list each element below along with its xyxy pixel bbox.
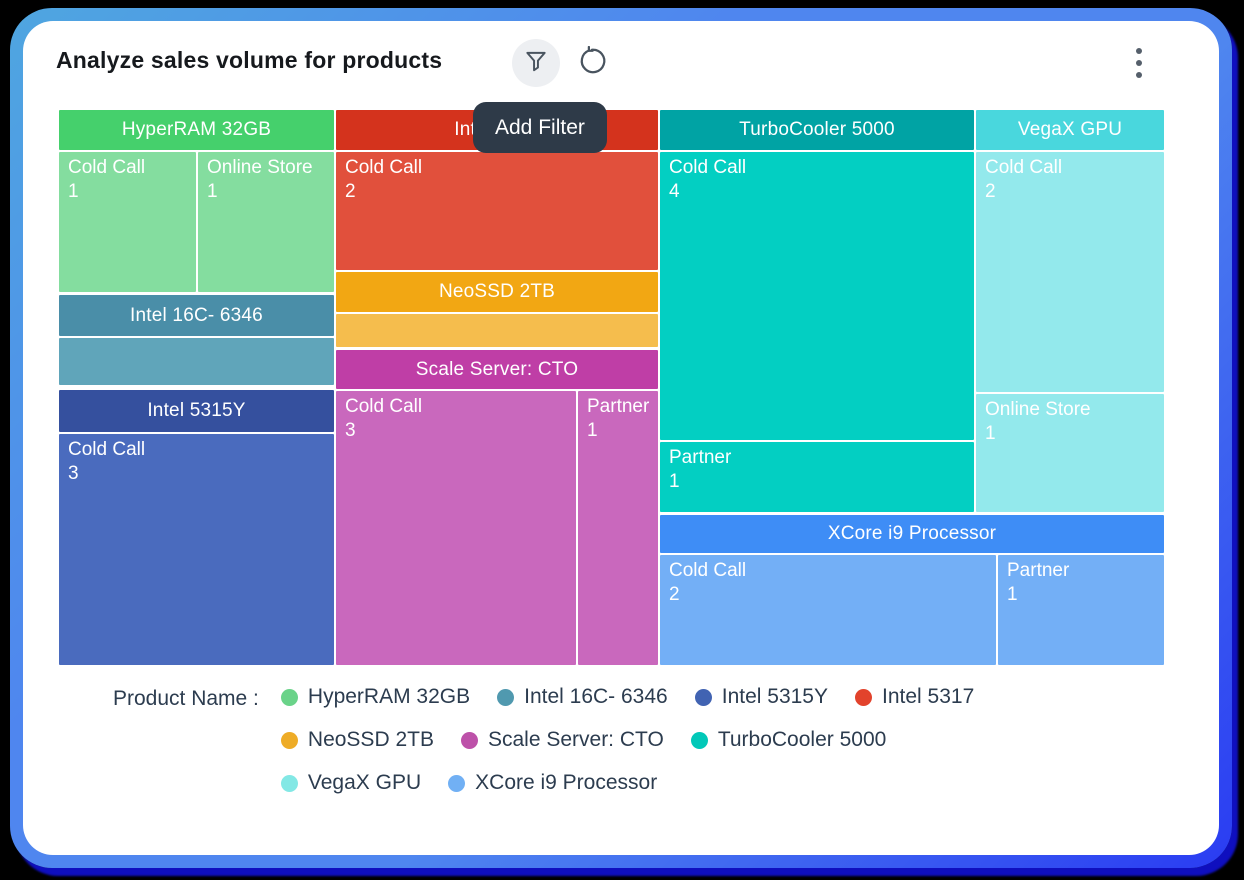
- cell-value: 1: [669, 471, 680, 492]
- legend-dot-icon: [855, 688, 872, 706]
- treemap-cell-vegax-cold-call[interactable]: Cold Call 2: [976, 152, 1164, 392]
- legend-item-xcore-i9-processor[interactable]: XCore i9 Processor: [448, 771, 657, 795]
- lead-source-label: Partner: [669, 447, 732, 468]
- lead-source-label: Online Store: [985, 399, 1091, 420]
- treemap-header-hyperram-32gb[interactable]: HyperRAM 32GB: [59, 110, 334, 150]
- kebab-menu-icon: [1136, 72, 1142, 78]
- cell-value: 2: [669, 584, 680, 605]
- add-filter-tooltip: Add Filter: [473, 102, 607, 153]
- kebab-menu-icon: [1136, 48, 1142, 54]
- more-options-button[interactable]: [1121, 43, 1157, 83]
- cell-value: 4: [669, 181, 680, 202]
- treemap-cell-scale-server-partner[interactable]: Partner 1: [578, 391, 658, 665]
- lead-source-label: Cold Call: [345, 396, 423, 417]
- cell-value: 2: [345, 181, 356, 202]
- legend-item-turbocooler-5000[interactable]: TurboCooler 5000: [690, 728, 886, 752]
- legend-title: Product Name :: [113, 687, 259, 710]
- treemap-cell-turbocooler-partner[interactable]: Partner 1: [660, 442, 974, 512]
- highlight-frame: Analyze sales volume for products Add Fi…: [10, 8, 1232, 868]
- treemap-header-intel-16c-6346[interactable]: Intel 16C- 6346: [59, 295, 334, 336]
- lead-source-label: Cold Call: [669, 560, 747, 581]
- treemap-header-vegax-gpu[interactable]: VegaX GPU: [976, 110, 1164, 150]
- kebab-menu-icon: [1136, 60, 1142, 66]
- legend-item-scale-server-cto[interactable]: Scale Server: CTO: [460, 728, 664, 752]
- treemap-cell-intel5317-cold-call[interactable]: Cold Call 2: [336, 152, 658, 270]
- legend-item-intel-5315y[interactable]: Intel 5315Y: [694, 685, 828, 709]
- cell-value: 1: [985, 423, 996, 444]
- cell-value: 1: [207, 181, 218, 202]
- legend-dot-icon: [460, 731, 478, 749]
- product-name-label: Intel 5315Y: [147, 400, 246, 421]
- lead-source-label: Partner: [587, 396, 650, 417]
- treemap-header-scale-server-cto[interactable]: Scale Server: CTO: [336, 350, 658, 389]
- legend-item-intel-16c-6346[interactable]: Intel 16C- 6346: [497, 685, 668, 709]
- legend-item-vegax-gpu[interactable]: VegaX GPU: [280, 771, 421, 795]
- treemap-header-turbocooler-5000[interactable]: TurboCooler 5000: [660, 110, 974, 150]
- legend-dot-icon: [280, 774, 298, 792]
- treemap-header-xcore-i9[interactable]: XCore i9 Processor: [660, 515, 1164, 553]
- lead-source-label: Cold Call: [669, 157, 747, 178]
- treemap-cell-neossd[interactable]: [336, 314, 658, 347]
- legend-dot-icon: [694, 688, 712, 706]
- refresh-button[interactable]: [574, 45, 610, 81]
- treemap-header-neossd-2tb[interactable]: NeoSSD 2TB: [336, 272, 658, 312]
- treemap-cell-scale-server-cold-call[interactable]: Cold Call 3: [336, 391, 576, 665]
- lead-source-label: Online Store: [207, 157, 313, 178]
- product-name-label: XCore i9 Processor: [827, 523, 997, 544]
- legend-dot-icon: [690, 731, 708, 749]
- legend-dot-icon: [280, 731, 298, 749]
- treemap-cell-xcore-partner[interactable]: Partner 1: [998, 555, 1164, 665]
- legend-dot-icon: [280, 688, 298, 706]
- lead-source-label: Cold Call: [345, 157, 423, 178]
- legend-item-neossd-2tb[interactable]: NeoSSD 2TB: [280, 728, 434, 752]
- lead-source-label: Cold Call: [68, 157, 146, 178]
- product-name-label: Scale Server: CTO: [415, 358, 579, 380]
- legend-item-hyperram-32gb[interactable]: HyperRAM 32GB: [280, 685, 470, 709]
- legend-item-intel-5317[interactable]: Intel 5317: [855, 685, 974, 709]
- treemap-cell-hyperram-online-store[interactable]: Online Store 1: [198, 152, 334, 292]
- treemap-cell-hyperram-cold-call[interactable]: Cold Call 1: [59, 152, 196, 292]
- cell-value: 1: [1007, 584, 1018, 605]
- widget-title: Analyze sales volume for products: [56, 47, 443, 73]
- cell-value: 3: [68, 463, 79, 484]
- treemap-cell-intel5315y-cold-call[interactable]: Cold Call 3: [59, 434, 334, 665]
- product-name-label: NeoSSD 2TB: [438, 281, 556, 302]
- treemap-cell-xcore-cold-call[interactable]: Cold Call 2: [660, 555, 996, 665]
- lead-source-label: Cold Call: [68, 439, 146, 460]
- product-name-label: Intel 16C- 6346: [130, 304, 263, 326]
- cell-value: 3: [345, 420, 356, 441]
- product-name-label: HyperRAM 32GB: [121, 119, 272, 140]
- treemap-cell-intel16c[interactable]: [59, 338, 334, 385]
- lead-source-label: Cold Call: [985, 157, 1063, 178]
- filter-funnel-icon: [523, 48, 549, 79]
- legend-dot-icon: [497, 688, 515, 706]
- cell-value: 2: [985, 181, 996, 202]
- legend-dot-icon: [448, 774, 466, 792]
- lead-source-label: Partner: [1007, 560, 1070, 581]
- treemap-chart: HyperRAM 32GB Cold Call 1 Online Store 1…: [59, 110, 1164, 665]
- product-name-label: TurboCooler 5000: [739, 119, 895, 140]
- cell-value: 1: [68, 181, 79, 202]
- treemap-header-intel-5315y[interactable]: Intel 5315Y: [59, 390, 334, 432]
- chart-legend: Product Name : HyperRAM 32GB Intel 16C- …: [113, 685, 974, 795]
- widget-card: Analyze sales volume for products Add Fi…: [23, 21, 1219, 855]
- product-name-label: VegaX GPU: [1017, 119, 1123, 140]
- filter-button[interactable]: [512, 39, 560, 87]
- refresh-icon: [577, 45, 607, 81]
- treemap-cell-turbocooler-cold-call[interactable]: Cold Call 4: [660, 152, 974, 440]
- treemap-cell-vegax-online-store[interactable]: Online Store 1: [976, 394, 1164, 512]
- cell-value: 1: [587, 420, 598, 441]
